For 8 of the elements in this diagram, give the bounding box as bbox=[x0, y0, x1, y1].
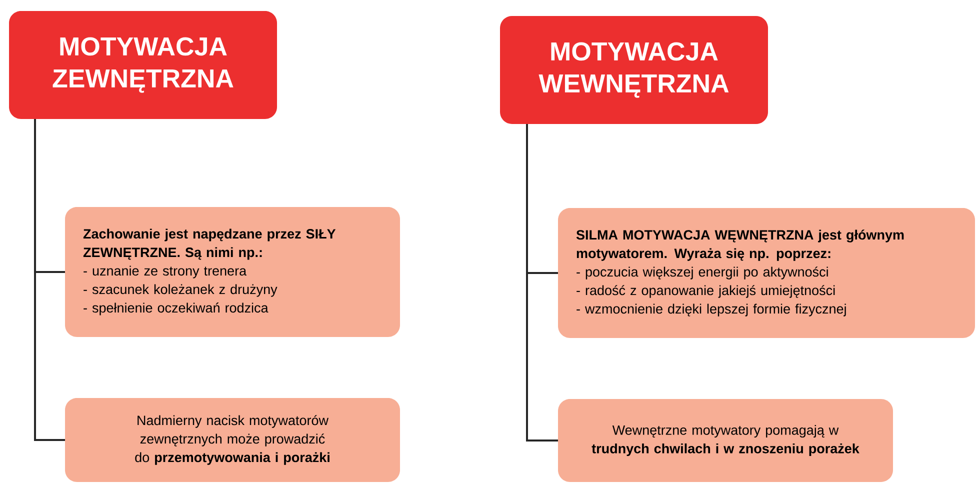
title-box: MOTYWACJA ZEWNĘTRZNA bbox=[9, 11, 277, 119]
text-box: Wewnętrzne motywatory pomagają w trudnych chwilach i w znoszeniu porażek bbox=[558, 399, 893, 482]
text-box: SILMA MOTYWACJA WĘWNĘTRZNA jest głównym motywatorem. Wyraża się np. poprzez: - poczucia większej energii po aktywności - radość z opanowanie jakiejś umiejętności - wzmocnienie dzięki lepszej formie fizycznej bbox=[558, 208, 975, 338]
connector-line bbox=[34, 119, 65, 441]
text-box: Nadmierny nacisk motywatorów zewnętrznych może prowadzić do przemotywowania i porażki bbox=[65, 398, 400, 482]
text-box: Zachowanie jest napędzane przez SIŁY ZEWNĘTRZNE. Są nimi np.: - uznanie ze strony trenera - szacunek koleżanek z drużyny - spełnienie oczekiwań rodzica bbox=[65, 207, 400, 337]
title-box: MOTYWACJA WEWNĘTRZNA bbox=[500, 16, 768, 124]
connector-line bbox=[526, 124, 558, 442]
